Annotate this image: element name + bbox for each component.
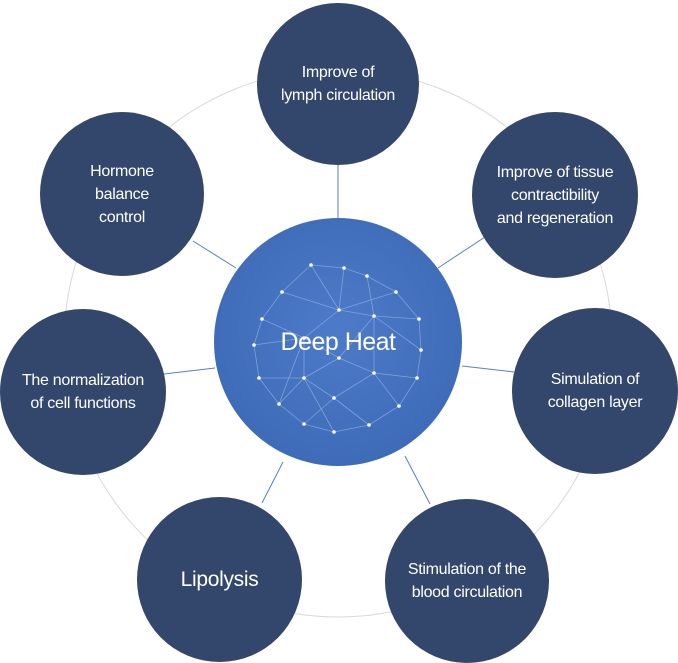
connector-cell	[163, 367, 216, 375]
node-hormone-balance: Hormone balance control	[40, 112, 204, 276]
node-label: Improve of lymph circulation	[280, 64, 396, 104]
connector-blood	[404, 455, 431, 505]
node-cell-functions: The normalization of cell functions	[0, 309, 166, 475]
node-label: Lipolysis	[180, 568, 259, 591]
node-collagen-layer: Simulation of collagen layer	[512, 308, 678, 474]
node-lipolysis: Lipolysis	[137, 497, 302, 662]
connector-lipolysis	[261, 461, 284, 504]
geodesic-sphere-graphic	[252, 263, 423, 434]
center-label: Deep Heat	[280, 327, 396, 356]
node-lymph-circulation: Improve of lymph circulation	[257, 3, 419, 165]
node-label: Stimulation of the blood circulation	[407, 561, 527, 601]
connector-hormone	[192, 240, 237, 269]
node-tissue-regeneration: Improve of tissue contractibility and re…	[472, 112, 638, 278]
node-label: Hormone balance control	[90, 162, 154, 226]
connector-tissue	[437, 236, 486, 269]
node-label: Improve of tissue contractibility and re…	[496, 163, 614, 227]
center-circle: Deep Heat	[214, 218, 462, 466]
node-label: Simulation of collagen layer	[547, 371, 643, 411]
node-label: The normalization of cell functions	[21, 372, 145, 412]
connector-collagen	[461, 365, 515, 373]
node-blood-circulation: Stimulation of the blood circulation	[385, 499, 549, 663]
